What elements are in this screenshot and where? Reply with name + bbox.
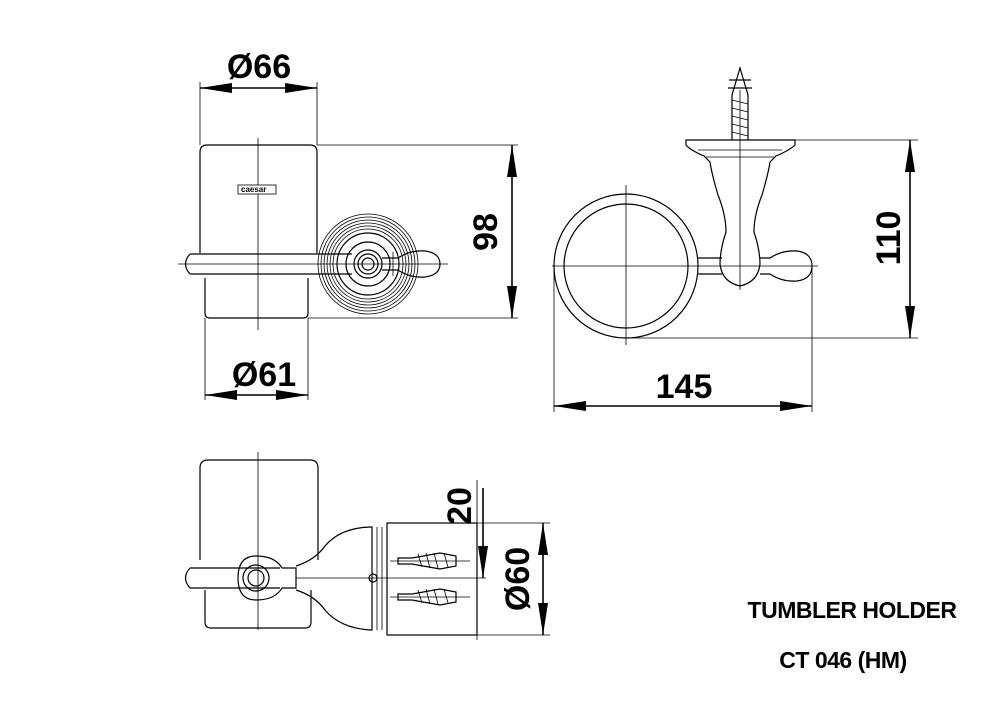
side-bracket-body (685, 139, 796, 287)
dim-plate-diameter: Ø60 (477, 522, 550, 636)
top-bracket-body (295, 526, 373, 631)
dim-text-overall-height: 110 (870, 211, 908, 266)
dim-text-plate-diameter: Ø60 (499, 547, 537, 611)
wall-plug-screw (728, 65, 752, 140)
dim-text-depth: 145 (656, 368, 713, 406)
dim-bottom-diameter: Ø61 (204, 318, 309, 400)
tumbler-glass (199, 144, 318, 319)
model-code: CT 046 (HM) (779, 647, 906, 673)
top-glass (199, 459, 319, 629)
dim-top-diameter: Ø66 (199, 48, 318, 145)
side-view (552, 65, 818, 345)
top-knob (237, 555, 297, 601)
dim-depth: 145 (553, 266, 813, 412)
dim-text-top-diameter: Ø66 (227, 48, 291, 86)
brand-text: caesar (241, 185, 266, 194)
top-view (184, 452, 486, 636)
dim-text-height: 98 (467, 213, 505, 251)
side-arm (697, 257, 722, 275)
front-view: caesar (178, 138, 448, 330)
title-block: TUMBLER HOLDER CT 046 (HM) (748, 597, 958, 673)
brand-logo: caesar (237, 184, 277, 195)
product-name: TUMBLER HOLDER (748, 597, 958, 623)
top-ring-bar (184, 567, 280, 589)
dim-height: 98 (308, 144, 518, 319)
dim-text-bottom-diameter: Ø61 (232, 356, 296, 394)
top-screws (390, 552, 470, 606)
top-wall-plate (386, 522, 478, 636)
dim-plate-offset: 20 (441, 480, 488, 640)
dim-overall-height: 110 (626, 139, 918, 339)
dim-text-plate-offset: 20 (441, 487, 479, 525)
